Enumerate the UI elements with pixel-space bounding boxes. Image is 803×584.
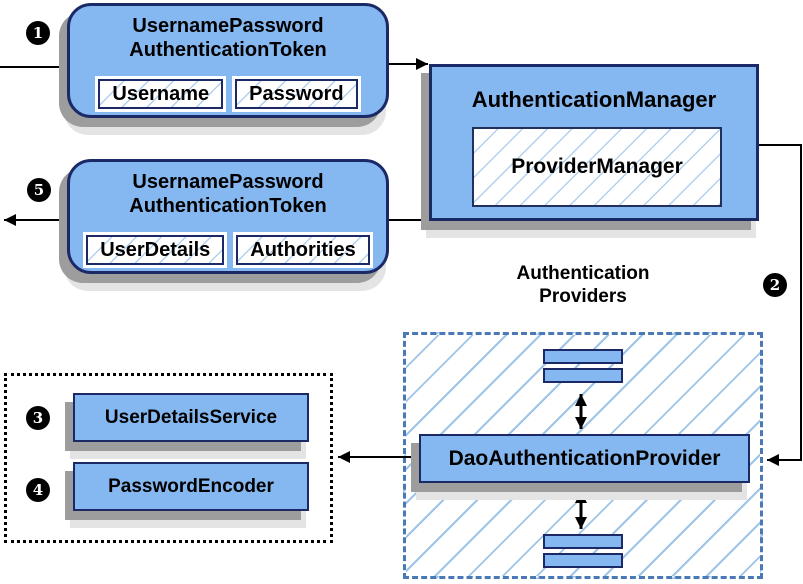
- provider-manager-box: ProviderManager: [472, 127, 722, 207]
- authentication-manager-box: AuthenticationManager ProviderManager: [429, 64, 759, 221]
- step-4-badge: 4: [26, 478, 50, 502]
- manager-to-provider-connector: [758, 144, 802, 466]
- userdetails-field: UserDetails: [86, 235, 225, 265]
- response-token-title-line1: UsernamePassword: [132, 171, 324, 193]
- password-field: Password: [235, 79, 358, 109]
- provider-stack-bar-3: [543, 534, 623, 549]
- username-field: Username: [98, 79, 224, 109]
- step-5-badge: 5: [27, 178, 51, 202]
- services-group-box: [4, 373, 333, 543]
- step-1-badge: 1: [26, 21, 50, 45]
- request-token-box: UsernamePassword AuthenticationToken Use…: [67, 3, 389, 118]
- dao-authentication-provider-box: DaoAuthenticationProvider: [419, 434, 750, 483]
- response-token-title-line2: AuthenticationToken: [129, 195, 327, 217]
- request-token-title-line2: AuthenticationToken: [129, 39, 327, 61]
- providers-title-line1: Authentication: [516, 263, 650, 284]
- provider-stack-bar-4: [543, 553, 623, 568]
- request-token-title-line1: UsernamePassword: [132, 15, 324, 37]
- response-token-fields: UserDetails Authorities: [70, 235, 386, 265]
- request-token-fields: Username Password: [70, 79, 386, 109]
- providers-title-line2: Providers: [539, 286, 627, 307]
- provider-stack-bar-1: [543, 349, 623, 364]
- response-token-box: UsernamePassword AuthenticationToken Use…: [67, 159, 389, 274]
- authentication-providers-title: Authentication Providers: [403, 262, 763, 308]
- step-3-badge: 3: [26, 406, 50, 430]
- authentication-manager-title: AuthenticationManager: [471, 87, 717, 112]
- provider-stack-bar-2: [543, 368, 623, 383]
- request-token-title: UsernamePassword AuthenticationToken: [70, 14, 386, 62]
- password-encoder-box: PasswordEncoder: [73, 462, 309, 511]
- response-token-title: UsernamePassword AuthenticationToken: [70, 170, 386, 218]
- step-2-badge: 2: [763, 273, 787, 297]
- user-details-service-box: UserDetailsService: [73, 393, 309, 442]
- authorities-field: Authorities: [236, 235, 370, 265]
